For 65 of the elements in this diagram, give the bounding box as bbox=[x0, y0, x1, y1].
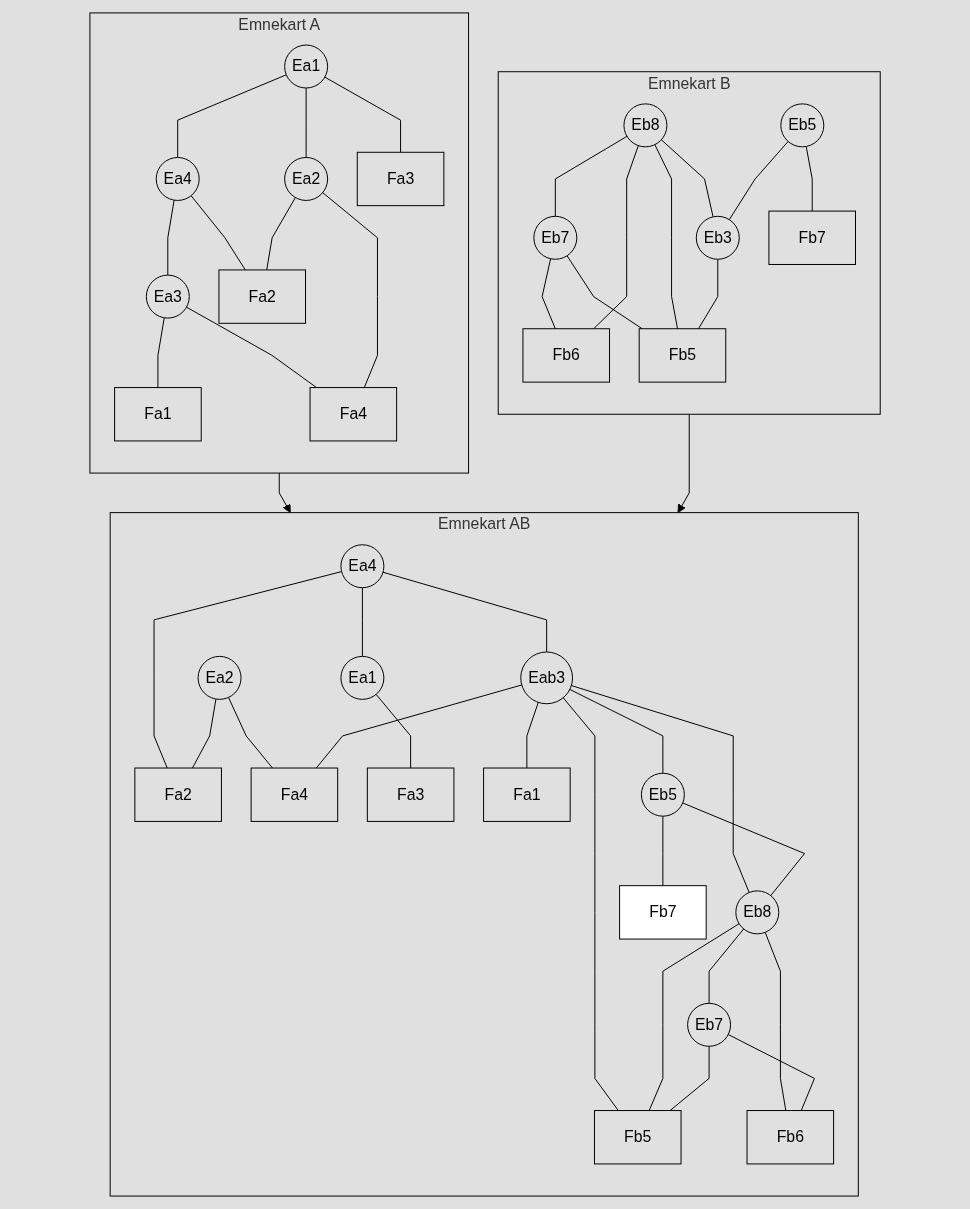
connector bbox=[167, 199, 175, 276]
node-box: Fb5 bbox=[638, 328, 727, 383]
connector bbox=[708, 928, 745, 1004]
node-circle: Eb5 bbox=[640, 772, 685, 817]
connector bbox=[697, 258, 719, 330]
connector bbox=[805, 146, 813, 212]
node-circle: Ea1 bbox=[284, 44, 329, 89]
connector bbox=[562, 697, 619, 1112]
connector bbox=[570, 685, 750, 893]
connector bbox=[566, 255, 643, 330]
node-box: Fb6 bbox=[522, 328, 610, 383]
node-box: Fa2 bbox=[218, 269, 306, 324]
connector bbox=[177, 74, 287, 158]
connector bbox=[648, 923, 740, 1112]
connector bbox=[191, 698, 217, 769]
connector bbox=[382, 571, 548, 653]
node-circle: Eb8 bbox=[735, 890, 780, 935]
node-circle: Eb5 bbox=[780, 103, 825, 148]
connector bbox=[660, 139, 714, 218]
node-box: Fb7 bbox=[768, 210, 856, 265]
connector bbox=[593, 145, 639, 330]
connector bbox=[526, 701, 539, 769]
node-box: Fb5 bbox=[593, 1110, 682, 1165]
node-box: Fa4 bbox=[309, 387, 398, 442]
connector bbox=[554, 135, 628, 217]
node-circle: Eab3 bbox=[520, 651, 573, 705]
node-circle: Ea4 bbox=[340, 544, 385, 589]
connector bbox=[157, 317, 165, 389]
connector bbox=[227, 696, 273, 769]
connector bbox=[361, 587, 363, 657]
connector bbox=[190, 195, 246, 271]
node-circle: Ea3 bbox=[145, 274, 190, 319]
node-box: Fa2 bbox=[134, 767, 222, 822]
connector bbox=[375, 693, 412, 769]
connector bbox=[682, 802, 805, 897]
connector bbox=[727, 1034, 815, 1112]
node-circle: Ea4 bbox=[155, 157, 200, 201]
connector bbox=[669, 1045, 710, 1112]
connector bbox=[662, 815, 664, 887]
connector bbox=[185, 306, 317, 389]
node-box: Fa3 bbox=[366, 767, 455, 822]
connector bbox=[654, 144, 678, 330]
node-circle: Eb7 bbox=[687, 1002, 731, 1047]
connector bbox=[569, 688, 664, 774]
node-box: Fa3 bbox=[356, 151, 445, 207]
node-box: Fa4 bbox=[250, 767, 339, 822]
node-box: Fb7 bbox=[619, 885, 707, 940]
node-box: Fa1 bbox=[114, 387, 202, 442]
node-circle: Eb7 bbox=[533, 215, 578, 260]
node-circle: Ea2 bbox=[284, 157, 329, 201]
node-circle: Eb3 bbox=[695, 215, 740, 260]
node-box: Fa1 bbox=[483, 767, 571, 822]
node-circle: Ea1 bbox=[340, 655, 385, 700]
connector bbox=[266, 197, 296, 271]
node-circle: Eb8 bbox=[623, 103, 668, 148]
connector bbox=[315, 684, 523, 769]
connector bbox=[324, 76, 401, 153]
node-circle: Ea2 bbox=[197, 655, 242, 700]
connector bbox=[764, 931, 787, 1112]
node-box: Fb6 bbox=[746, 1110, 835, 1165]
connector bbox=[728, 141, 789, 221]
connector bbox=[322, 192, 378, 389]
connector bbox=[541, 258, 556, 330]
connector bbox=[305, 87, 307, 158]
connector bbox=[153, 571, 343, 769]
